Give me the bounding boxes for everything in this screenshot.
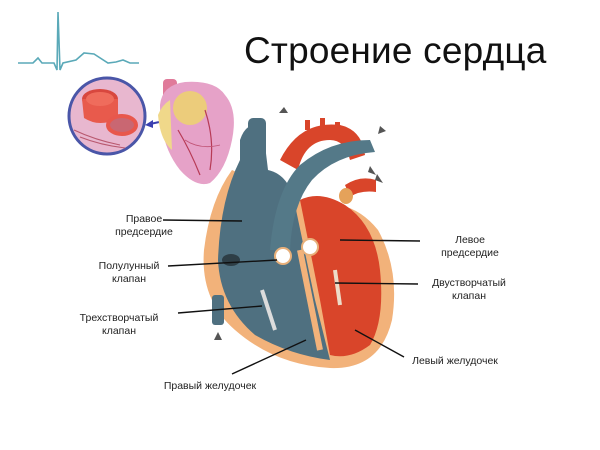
label-semilunar-valve: Полулунный клапан [89,260,169,286]
label-line: Двустворчатый [432,277,506,289]
page-title: Строение сердца [244,30,547,71]
valve-magnifier-icon [67,76,147,156]
label-line: клапан [101,325,136,337]
label-left-atrium: Левое предсердие [430,234,510,260]
label-line: Полулунный [98,260,160,272]
label-line: Левый желудочек [412,355,498,367]
label-left-ventricle: Левый желудочек [402,355,508,368]
heart-cross-section-icon [203,107,395,369]
ecg-trace-icon [18,11,139,71]
leader-lines [162,219,421,375]
label-bicuspid-valve: Двустворчатый клапан [420,277,518,303]
label-line: Левое [455,234,485,246]
label-right-atrium: Правое предсердие [100,213,188,239]
label-tricuspid-valve: Трехстворчатый клапан [70,312,168,338]
label-line: предсердие [441,247,499,259]
exterior-heart-icon [158,79,234,185]
label-line: Правое [125,213,163,225]
label-line: Трехстворчатый [79,312,159,324]
label-right-ventricle: Правый желудочек [150,380,270,393]
label-line: клапан [111,273,146,285]
label-line: клапан [451,290,486,302]
label-line: Правый желудочек [163,380,257,392]
label-line: предсердие [115,226,173,238]
